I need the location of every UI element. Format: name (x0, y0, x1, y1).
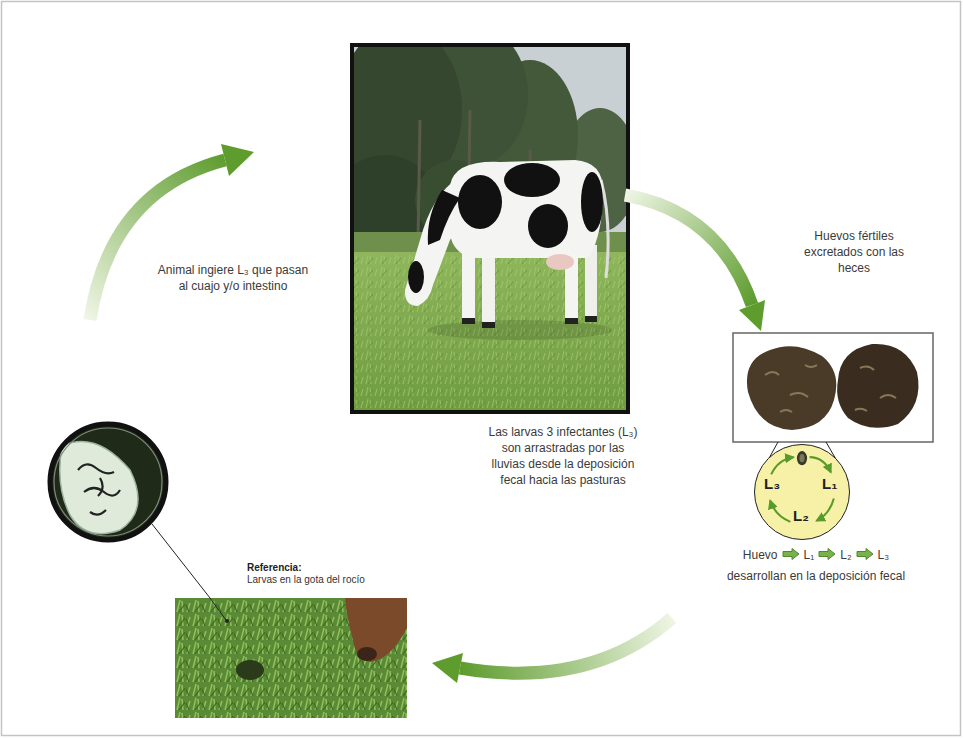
reference-text: Larvas en la gota del rocío (247, 574, 365, 586)
cow-photo (581, 172, 603, 232)
flow-arrow-icon (782, 548, 800, 560)
cycle-arrow (625, 195, 752, 305)
cow-photo (546, 254, 574, 270)
cow-photo (405, 178, 464, 306)
cow-photo (450, 160, 603, 258)
magnifier-inset (48, 420, 172, 542)
cow-photo (528, 204, 568, 248)
caption-holder: Huevos fértiles excretados con las heces (794, 228, 914, 276)
magnifier-inset (152, 524, 210, 598)
life-cycle-art (799, 454, 804, 462)
flow-arrow-icon (783, 549, 799, 560)
life-stage-circle: L₁ L₂ L₃ (754, 444, 850, 540)
sequence-row: Huevo L₁ L₂ L₃ desarrollan en la deposic… (704, 545, 928, 584)
cow-photo (462, 318, 475, 324)
flow-arrow-icon (819, 549, 835, 560)
magnifier-inset (78, 464, 120, 514)
cycle-arrow (221, 144, 254, 176)
caption-holder: Animal ingiere L₃ que pasan al cuajo y/o… (156, 262, 310, 294)
reference-header: Referencia:Larvas en la gota del rocío (247, 562, 365, 586)
cycle-arrow (432, 618, 672, 683)
feces-photo (837, 344, 918, 428)
magnifier-inset (54, 428, 162, 536)
cow-photo (354, 47, 626, 410)
stage-label: L₂ (793, 507, 809, 525)
life-cycle-art (817, 499, 834, 521)
cycle-caption: Animal ingiere L₃ que pasan al cuajo y/o… (156, 262, 310, 294)
reference-heading: Referencia: (247, 562, 365, 574)
feces-photo (757, 442, 848, 480)
flow-arrow-icon (818, 548, 836, 560)
cycle-caption: Las larvas 3 infectantes (L₃) son arrast… (486, 424, 640, 488)
cycle-arrow (90, 144, 254, 320)
sequence-slot: L₁ (804, 545, 815, 563)
cycle-caption: Huevos fértiles excretados con las heces (794, 228, 914, 276)
magnifier-inset (48, 420, 210, 598)
cycle-arrow (90, 160, 225, 320)
magnifier-inset (50, 424, 166, 540)
feces-photo (733, 333, 933, 442)
magnifier-inset (60, 441, 138, 533)
flow-arrow-icon (857, 549, 873, 560)
cow-photo (504, 163, 560, 197)
stage-label: L₃ (764, 475, 780, 493)
cycle-arrow (432, 653, 463, 683)
pasture-photo (210, 598, 226, 620)
feces-photo (765, 365, 896, 412)
stage-label: L₁ (822, 475, 837, 493)
cow-photo (408, 261, 424, 293)
feces-photo (733, 333, 933, 480)
stage-holder: L₂ (793, 507, 809, 525)
life-cycle-art (755, 445, 849, 539)
sequence-slot: desarrollan en la deposición fecal (704, 566, 928, 584)
life-cycle-art (771, 457, 793, 474)
stage-label: L₂ (840, 548, 851, 562)
life-cycle-art (770, 501, 790, 522)
sequence-note: desarrollan en la deposición fecal (727, 569, 905, 583)
cow-photo (333, 23, 638, 412)
cow-photo (565, 318, 578, 324)
feces-photo (747, 346, 836, 430)
sequence-slot: Huevo (743, 545, 778, 563)
stage-label: L₁ (804, 548, 815, 562)
cow-photo (428, 190, 460, 245)
cow-photo (458, 175, 502, 229)
pasture-photo (225, 619, 229, 623)
cow-photo (428, 320, 612, 340)
pasture-photo (175, 598, 407, 718)
cycle-arrow (739, 300, 765, 331)
stage-label: Huevo (743, 548, 778, 562)
cow-photo (585, 316, 597, 322)
sequence-slot: L₃ (878, 545, 890, 563)
stage-label: L₃ (878, 548, 890, 562)
stage-holder: L₁ (822, 475, 837, 493)
cow-photo (352, 45, 628, 412)
pasture-photo (357, 647, 377, 661)
cow-photo (482, 322, 495, 328)
cycle-arrow (460, 618, 672, 673)
pasture-photo (236, 660, 264, 680)
cycle-arrow (625, 195, 765, 331)
pasture-photo (345, 598, 407, 662)
reference-photo: Referencia:Larvas en la gota del rocío (175, 560, 407, 718)
pasture-photo (175, 598, 407, 718)
sequence-slot: L₂ (840, 545, 851, 563)
flow-arrow-icon (856, 548, 874, 560)
life-cycle-art (810, 457, 831, 472)
egg-symbol (797, 451, 807, 465)
magnifier-inset (48, 422, 168, 542)
caption-holder: Las larvas 3 infectantes (L₃) son arrast… (486, 424, 640, 488)
stage-holder: L₃ (764, 475, 780, 493)
